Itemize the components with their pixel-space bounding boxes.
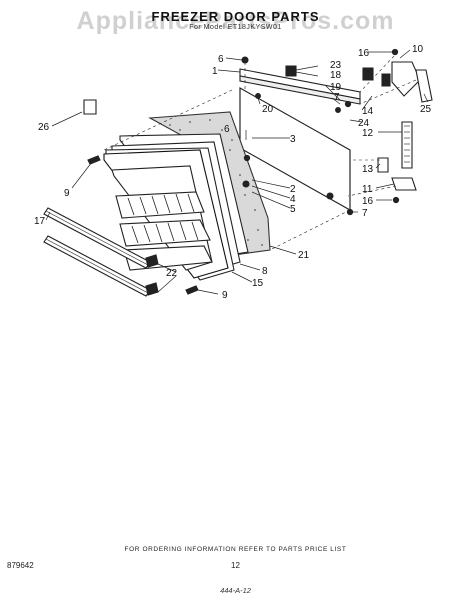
callout-10: 10 bbox=[412, 44, 424, 55]
shelf-bars bbox=[43, 207, 151, 297]
callout-11: 11 bbox=[362, 184, 373, 195]
callout-5: 5 bbox=[290, 204, 296, 215]
bottom-code: 444-A-12 bbox=[220, 586, 251, 595]
callout-9-left: 9 bbox=[64, 188, 70, 199]
callout-6-top: 6 bbox=[218, 54, 224, 65]
callout-23: 23 bbox=[330, 60, 342, 71]
callout-9-bottom: 9 bbox=[222, 290, 228, 301]
model-subtitle: For Model ET18JKYSW01 bbox=[189, 24, 282, 31]
callout-12: 12 bbox=[362, 128, 374, 139]
callout-18: 18 bbox=[330, 70, 342, 81]
shelf-end-caps bbox=[145, 254, 159, 296]
callout-7-top: 7 bbox=[334, 92, 340, 103]
callout-13: 13 bbox=[362, 164, 374, 175]
callout-15: 15 bbox=[252, 278, 264, 289]
callout-16-bottom: 16 bbox=[362, 196, 374, 207]
ordering-note: FOR ORDERING INFORMATION REFER TO PARTS … bbox=[124, 546, 347, 553]
document-code: 879642 bbox=[7, 561, 34, 570]
callout-25: 25 bbox=[420, 104, 432, 115]
callout-2: 2 bbox=[290, 184, 296, 195]
callout-labels: 1 2 3 4 5 6 6 7 7 8 9 9 10 11 12 13 14 1… bbox=[34, 44, 432, 301]
callout-1: 1 bbox=[212, 66, 218, 77]
door-top-rail bbox=[239, 68, 361, 105]
callout-20: 20 bbox=[262, 104, 274, 115]
callout-26: 26 bbox=[38, 122, 50, 133]
page-title: FREEZER DOOR PARTS bbox=[151, 9, 320, 24]
callout-8: 8 bbox=[262, 266, 268, 277]
callout-19: 19 bbox=[330, 82, 342, 93]
callout-14: 14 bbox=[362, 106, 374, 117]
bottom-hinge bbox=[391, 177, 417, 191]
small-hardware bbox=[83, 48, 400, 295]
watermark-text: AppliancePartsPros.com bbox=[76, 7, 395, 35]
callout-22: 22 bbox=[166, 268, 178, 279]
callout-3: 3 bbox=[290, 134, 296, 145]
callout-21: 21 bbox=[298, 250, 310, 261]
callout-16-top: 16 bbox=[358, 48, 370, 59]
callout-24: 24 bbox=[358, 118, 370, 129]
callout-17: 17 bbox=[34, 216, 46, 227]
top-hinge bbox=[391, 61, 433, 103]
door-stop bbox=[377, 157, 389, 173]
callout-7-bottom: 7 bbox=[362, 208, 368, 219]
callout-4: 4 bbox=[290, 194, 296, 205]
door-handle bbox=[401, 121, 413, 169]
page-number: 12 bbox=[231, 561, 240, 570]
leader-lines bbox=[45, 49, 429, 295]
callout-6-mid: 6 bbox=[224, 124, 230, 135]
